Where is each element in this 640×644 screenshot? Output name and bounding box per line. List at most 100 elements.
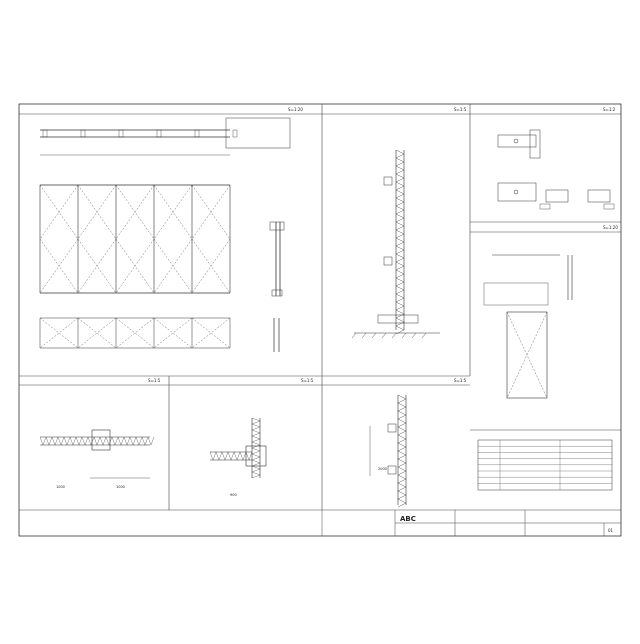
lattice-zig (93, 436, 98, 446)
section-bracket (387, 465, 397, 475)
lattice-zig (395, 329, 405, 335)
fitting-plate (529, 129, 541, 159)
lattice-zig (397, 426, 407, 432)
lattice-zig (397, 422, 407, 428)
lattice-zig (209, 451, 214, 461)
lattice-zig (120, 436, 125, 446)
lattice-zig (105, 436, 110, 446)
panel-diagonal (115, 238, 155, 294)
ground-hatch (421, 332, 427, 339)
lattice-zig (395, 205, 405, 211)
lattice-zig (63, 436, 68, 446)
lattice-zig (251, 456, 261, 461)
lattice-zig (395, 193, 405, 199)
lattice-zig (395, 285, 405, 291)
lattice-zig (39, 436, 44, 446)
panel-diagonal (153, 317, 193, 349)
ground-hatch (351, 332, 357, 339)
lattice-zig (395, 181, 405, 187)
lattice-zig (395, 233, 405, 239)
lattice-zig (96, 436, 101, 446)
lattice-zig (251, 450, 261, 455)
lattice-zig (395, 265, 405, 271)
panel-diagonal (39, 238, 79, 294)
lattice-zig (99, 436, 104, 446)
lattice-zig (397, 454, 407, 460)
panel-diagonal (77, 184, 117, 240)
lattice-zig (81, 436, 86, 446)
panel-diagonal (39, 184, 79, 240)
section-bracket (383, 176, 393, 186)
panel-diagonal (77, 238, 117, 294)
lattice-zig (397, 458, 407, 464)
panel-diagonal (153, 317, 193, 349)
lattice-zig (48, 436, 53, 446)
lattice-zig (108, 436, 113, 446)
lattice-zig (395, 229, 405, 235)
lattice-zig (251, 426, 261, 431)
lattice-zig (397, 470, 407, 476)
lattice-zig (242, 451, 247, 461)
lattice-zig (129, 436, 134, 446)
lattice-zig (397, 398, 407, 404)
lattice-zig (395, 313, 405, 319)
sheet-number: 01 (608, 528, 614, 533)
lattice-zig (132, 436, 137, 446)
lattice-zig (395, 293, 405, 299)
lattice-zig (397, 502, 407, 508)
lattice-zig (395, 297, 405, 303)
lattice-zig (395, 213, 405, 219)
lattice-zig (251, 471, 261, 476)
lattice-zig (102, 436, 107, 446)
title-block (321, 510, 621, 536)
lattice-zig (42, 436, 47, 446)
lattice-zig (397, 446, 407, 452)
lattice-zig (245, 451, 250, 461)
lattice-zig (251, 444, 261, 449)
spec-table (483, 282, 549, 306)
lattice-zig (111, 436, 116, 446)
lattice-zig (395, 173, 405, 179)
lattice-zig (395, 281, 405, 287)
lattice-zig (236, 451, 241, 461)
lattice-zig (66, 436, 71, 446)
scale-joint: S=1:5 (148, 378, 161, 383)
lattice-zig (395, 221, 405, 227)
lattice-zig (395, 169, 405, 175)
panel-diagonal (115, 184, 155, 240)
lattice-zig (395, 153, 405, 159)
scale-section: S=1:5 (454, 107, 467, 112)
lattice-zig (395, 149, 405, 155)
lattice-zig (395, 177, 405, 183)
panel-diagonal (77, 317, 117, 349)
lattice-zig (397, 462, 407, 468)
panel-diagonal (39, 317, 79, 349)
lattice-zig (395, 161, 405, 167)
panel-diagonal (77, 317, 117, 349)
lattice-zig (397, 442, 407, 448)
panel-diagonal (191, 317, 231, 349)
ground-hatch (371, 332, 377, 339)
lattice-zig (60, 436, 65, 446)
lattice-zig (395, 273, 405, 279)
fitting-tag (603, 203, 615, 210)
lattice-zig (251, 423, 261, 428)
lattice-zig (251, 429, 261, 434)
lattice-zig (397, 450, 407, 456)
panel-grid (19, 104, 621, 511)
lattice-zig (138, 436, 143, 446)
lattice-zig (397, 406, 407, 412)
lattice-zig (117, 436, 122, 446)
logo-text: ABC (400, 515, 416, 523)
panel-diagonal (191, 184, 231, 240)
ground-hatch (391, 332, 397, 339)
lattice-zig (397, 498, 407, 504)
lattice-zig (395, 217, 405, 223)
lattice-zig (45, 436, 50, 446)
panel-diagonal (115, 317, 155, 349)
rail-bracket (42, 129, 48, 138)
lattice-zig (248, 451, 253, 461)
lattice-zig (397, 418, 407, 424)
lattice-zig (135, 436, 140, 446)
